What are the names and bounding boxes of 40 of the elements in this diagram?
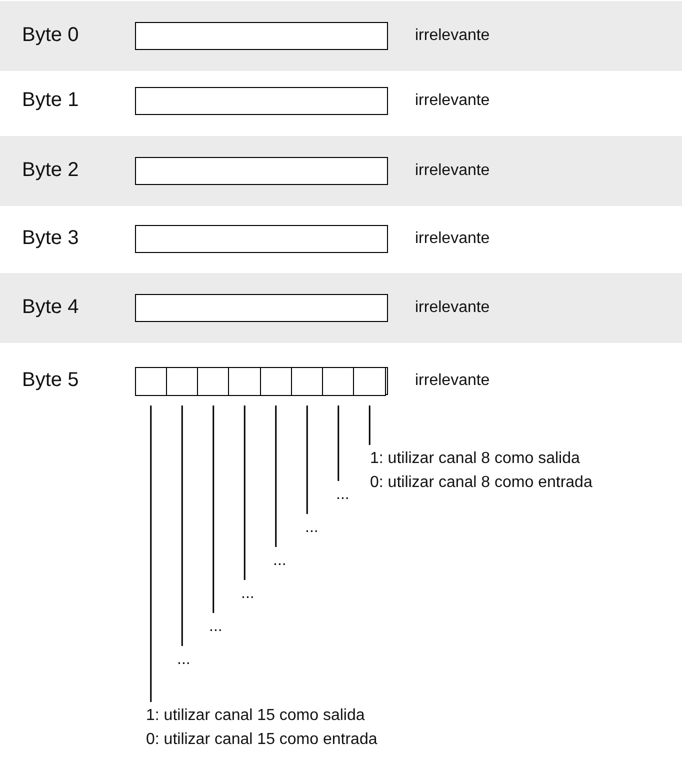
ellipsis-text: ... <box>209 617 222 637</box>
byte-box <box>135 294 388 322</box>
bit-meaning-text: 0: utilizar canal 8 como entrada <box>370 473 592 493</box>
bit-cell <box>228 366 261 396</box>
byte-label: Byte 2 <box>22 158 79 182</box>
byte-label: Byte 1 <box>22 88 79 112</box>
leader-line <box>368 406 370 445</box>
leader-line <box>150 406 152 702</box>
note-text: irrelevante <box>415 91 490 111</box>
bit-cell <box>353 366 386 396</box>
byte-box <box>135 157 388 185</box>
byte-label: Byte 4 <box>22 295 79 319</box>
byte-label: Byte 0 <box>22 23 79 47</box>
byte-box <box>135 22 388 50</box>
leader-line <box>275 406 277 547</box>
note-text: irrelevante <box>415 371 490 391</box>
note-text: irrelevante <box>415 298 490 318</box>
ellipsis-text: ... <box>273 551 286 571</box>
leader-line <box>338 406 340 481</box>
leader-line <box>244 406 246 580</box>
bit-meaning-text: 0: utilizar canal 15 como entrada <box>146 730 378 750</box>
note-text: irrelevante <box>415 229 490 249</box>
leader-line <box>306 406 308 514</box>
ellipsis-text: ... <box>305 518 318 538</box>
note-text: irrelevante <box>415 26 490 46</box>
bit-meaning-text: 1: utilizar canal 15 como salida <box>146 706 366 726</box>
ellipsis-text: ... <box>177 650 190 670</box>
byte-box <box>135 225 388 253</box>
ellipsis-text: ... <box>241 584 254 604</box>
ellipsis-text: ... <box>336 485 350 505</box>
byte-label: Byte 3 <box>22 226 79 250</box>
note-text: irrelevante <box>415 161 490 181</box>
bit-cell <box>322 366 355 396</box>
bit-meaning-text: 1: utilizar canal 8 como salida <box>370 449 581 469</box>
leader-line <box>212 406 214 613</box>
byte-box <box>135 87 388 115</box>
byte-box <box>135 367 388 395</box>
bit-cell <box>197 366 230 396</box>
leader-line <box>181 406 183 646</box>
byte-label: Byte 5 <box>22 368 79 392</box>
